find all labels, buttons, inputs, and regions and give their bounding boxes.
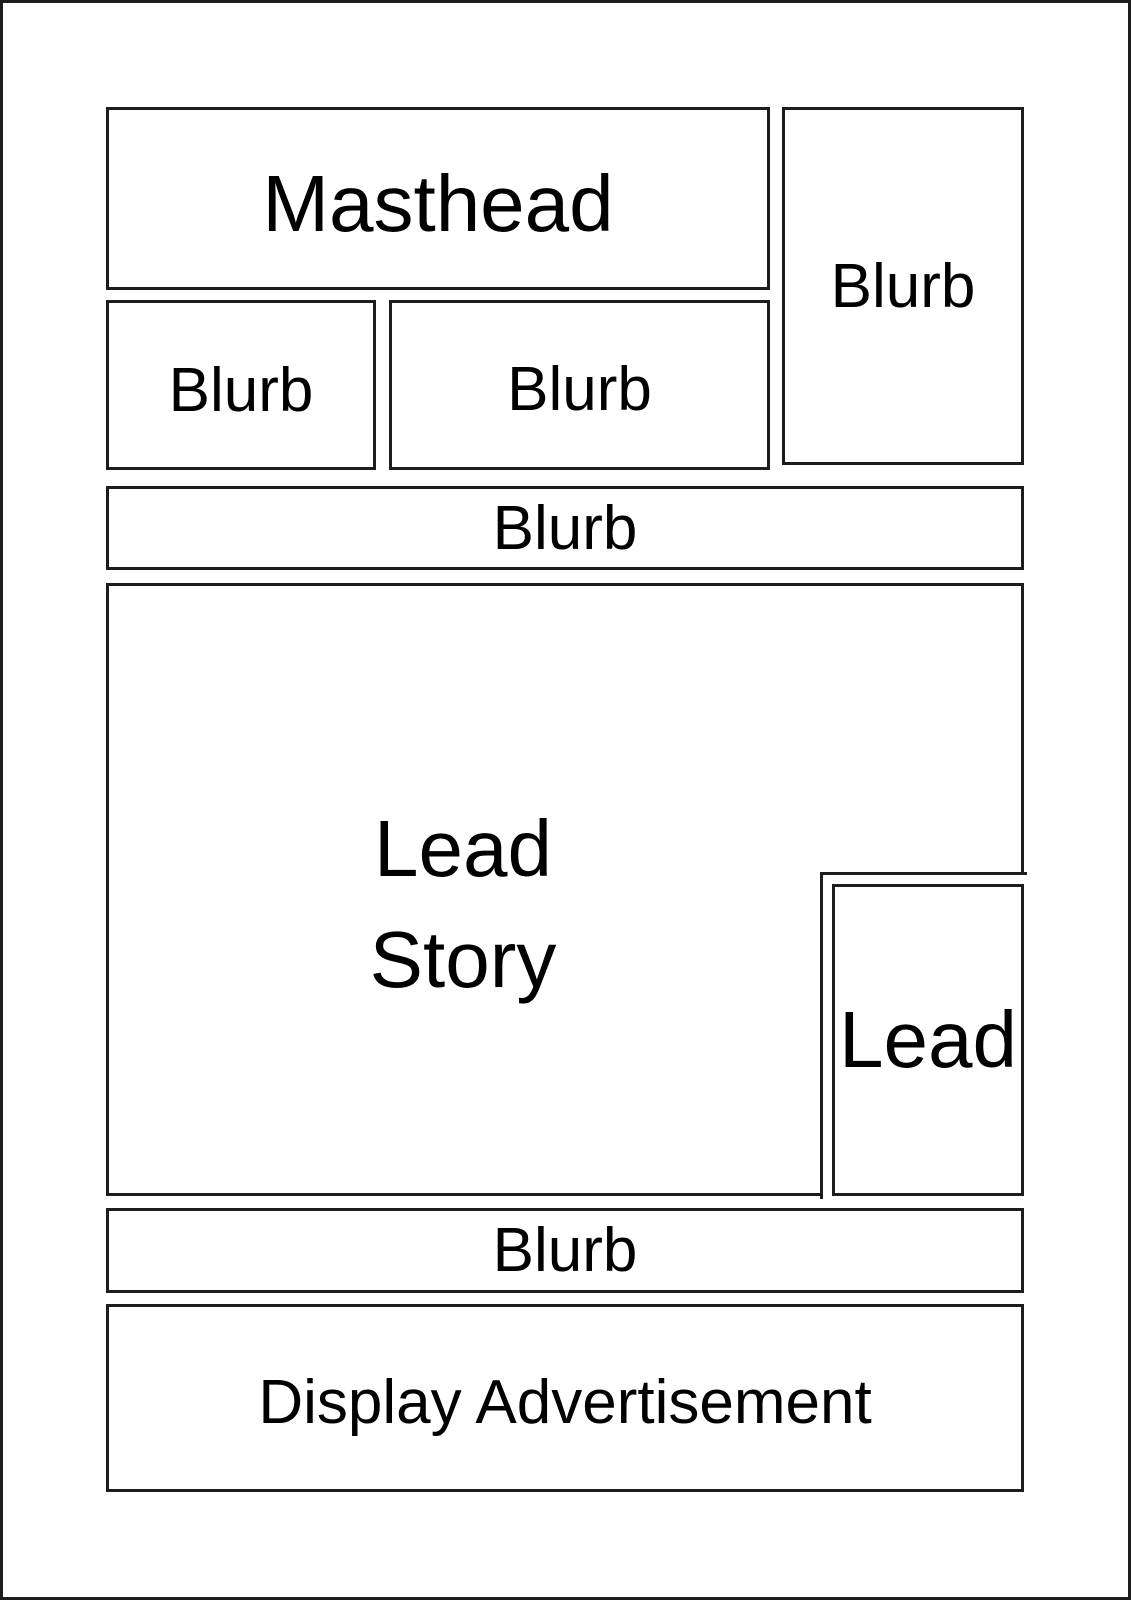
lead-story-label: Lead Story [370, 794, 557, 1015]
display-advertisement-label: Display Advertisement [258, 1367, 872, 1437]
lead-label: Lead [839, 995, 1017, 1084]
blurb-bar-top-label: Blurb [492, 493, 638, 563]
masthead-label: Masthead [262, 158, 614, 248]
blurb-left-label: Blurb [168, 355, 314, 425]
lead-story-label-line1: Lead [374, 804, 552, 894]
blurb-center-box: Blurb [389, 300, 770, 470]
blurb-bar-bottom-label: Blurb [492, 1216, 638, 1285]
blurb-top-right-box: Blurb [782, 107, 1024, 465]
lead-story-label-line2: Story [369, 914, 557, 1004]
blurb-bar-top-box: Blurb [106, 486, 1024, 570]
blurb-left-box: Blurb [106, 300, 376, 470]
blurb-top-right-label: Blurb [830, 251, 976, 321]
display-advertisement-box: Display Advertisement [106, 1304, 1024, 1492]
blurb-center-label: Blurb [507, 354, 652, 424]
masthead-box: Masthead [106, 107, 770, 290]
lead-box: Lead [832, 884, 1024, 1196]
blurb-bar-bottom-box: Blurb [106, 1208, 1024, 1293]
